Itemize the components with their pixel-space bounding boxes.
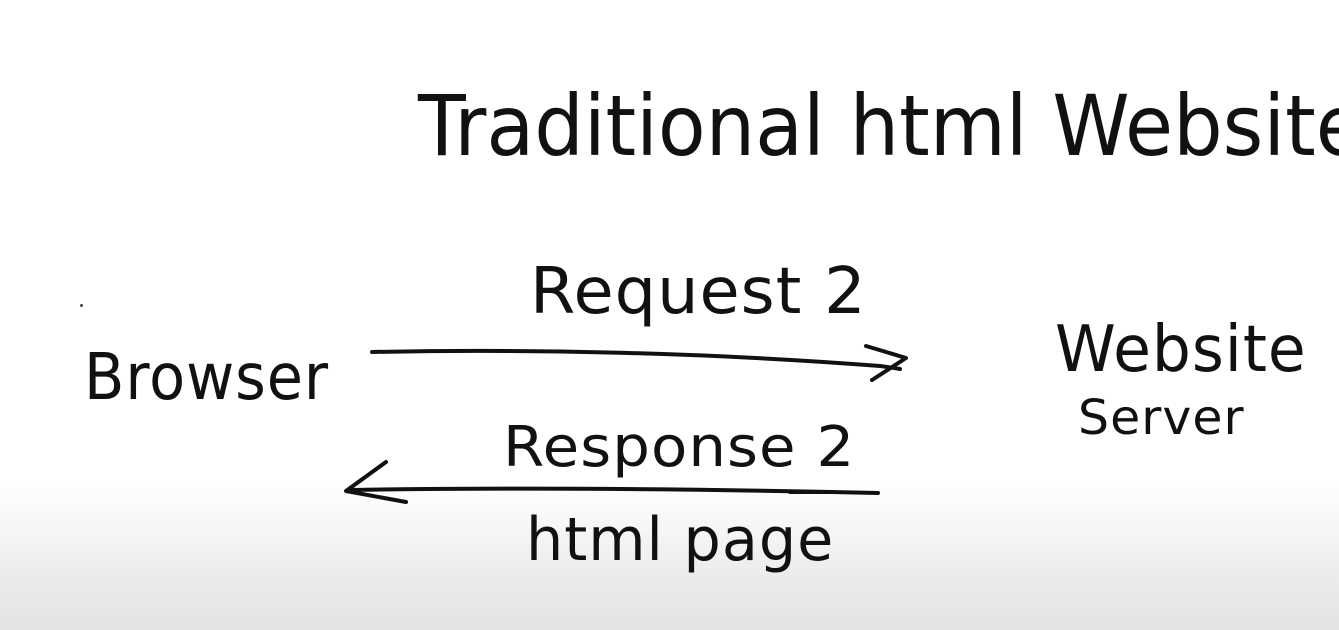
request-label: Request 2 <box>530 255 867 329</box>
server-label-line2: Server <box>1078 390 1245 446</box>
browser-label: Browser <box>84 341 330 415</box>
response-arrow <box>344 460 880 504</box>
stray-marker-dot <box>80 304 83 307</box>
response-label: Response 2 <box>503 415 856 480</box>
request-arrow-shaft <box>370 348 902 371</box>
response-arrow-head <box>344 460 408 504</box>
request-arrow <box>370 344 908 382</box>
server-label-line1: Website <box>1055 313 1307 387</box>
diagram-title: Traditional html Website <box>418 77 1339 175</box>
response-content-label: html page <box>526 505 835 575</box>
request-arrow-head <box>864 344 908 382</box>
